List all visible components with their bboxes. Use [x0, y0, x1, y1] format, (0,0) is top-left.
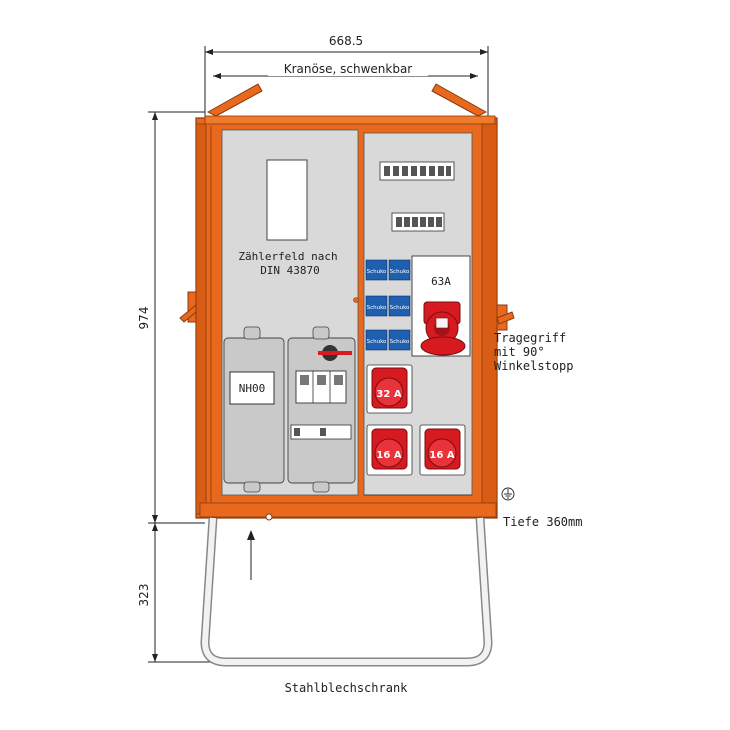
cabinet-height-value: 974 [137, 307, 151, 330]
main-socket-label: 63A [431, 275, 451, 288]
schuko-sockets: Schuko Schuko Schuko Schuko Schuko Schuk… [365, 259, 411, 351]
schuko-label: Schuko [390, 269, 410, 275]
fuse-box: NH00 [223, 326, 285, 493]
cee-socket-63a: 63A [411, 255, 471, 357]
cee-32a-label: 32 A [376, 389, 401, 400]
width-value: 668.5 [329, 34, 363, 48]
height-dimension-cabinet: 974 [137, 111, 205, 523]
up-arrow-icon [247, 530, 255, 580]
crane-eye-annotation: Kranöse, schwenkbar [213, 62, 478, 79]
cee-socket-16a-left: 16 A [366, 424, 413, 476]
breaker-row-bottom [391, 212, 445, 232]
handle-left [179, 291, 197, 323]
cabinet-stand [200, 517, 493, 667]
ground-symbol-icon [501, 487, 515, 501]
height-dimension-stand: 323 [137, 522, 215, 663]
breaker-row-top [379, 161, 455, 181]
width-dimension: 668.5 [204, 34, 489, 118]
crane-eye-right [431, 83, 488, 117]
schuko-label: Schuko [390, 305, 410, 311]
depth-label: Tiefe 360mm [503, 515, 582, 529]
fuse-label: NH00 [239, 382, 266, 395]
schuko-label: Schuko [367, 269, 387, 275]
schuko-label: Schuko [367, 305, 387, 311]
handle-line2: mit 90° [494, 345, 545, 359]
handle-line1: Tragegriff [494, 331, 566, 345]
meter-field-line2: DIN 43870 [260, 264, 320, 277]
crane-eye-label: Kranöse, schwenkbar [284, 62, 413, 76]
schuko-label: Schuko [390, 339, 410, 345]
cee-socket-32a: 32 A [366, 364, 413, 414]
main-switch-box [287, 326, 356, 493]
meter-field-line1: Zählerfeld nach [238, 250, 337, 263]
material-caption: Stahlblechschrank [285, 681, 409, 695]
schuko-label: Schuko [367, 339, 387, 345]
crane-eye-left [206, 83, 263, 117]
handle-annotation: Tragegriff mit 90° Winkelstopp [494, 331, 573, 373]
cee-16a-right-label: 16 A [429, 450, 454, 461]
cee-socket-16a-right: 16 A [419, 424, 466, 476]
stand-height-value: 323 [137, 584, 151, 607]
handle-line3: Winkelstopp [494, 359, 573, 373]
handle-right [496, 304, 515, 331]
cee-16a-left-label: 16 A [376, 450, 401, 461]
